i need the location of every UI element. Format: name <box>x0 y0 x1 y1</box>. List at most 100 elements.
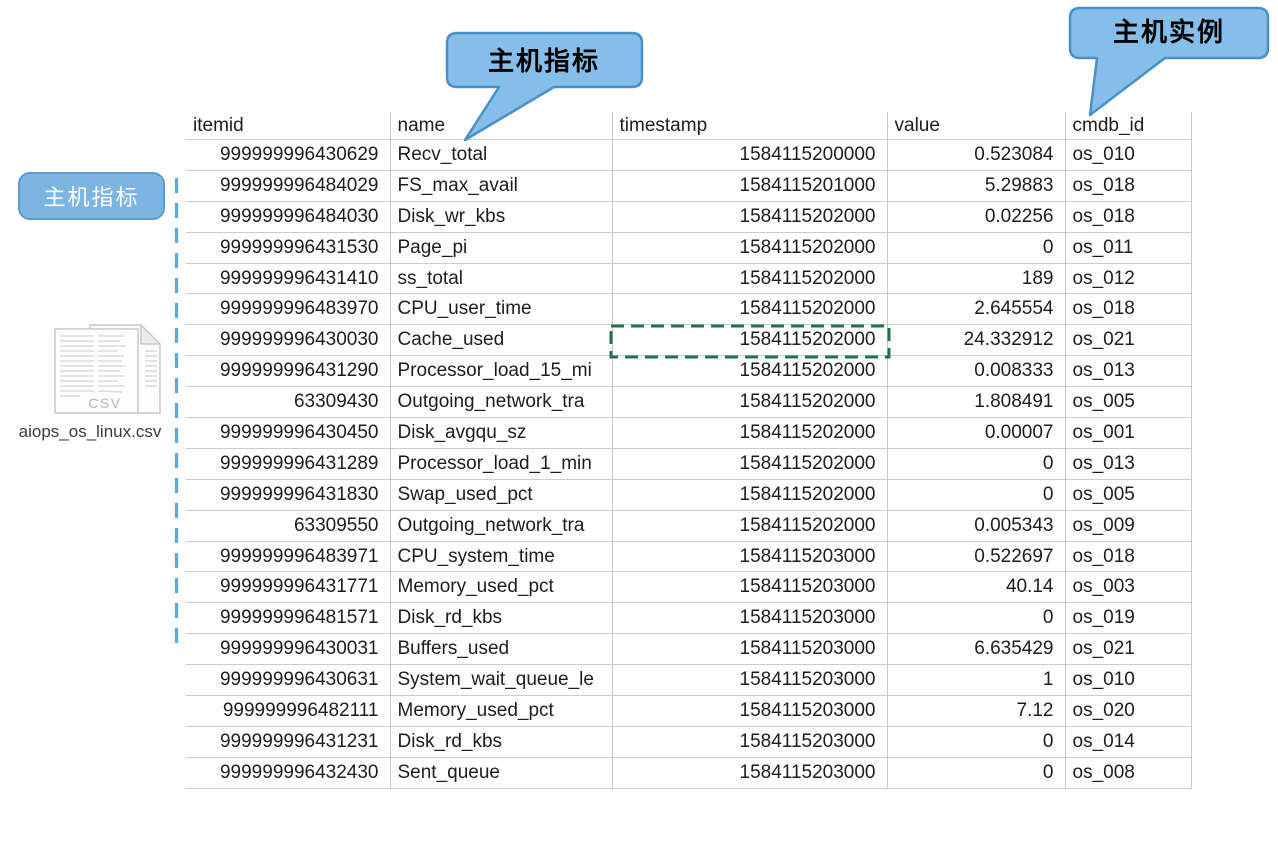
cell-name[interactable]: Swap_used_pct <box>390 479 613 511</box>
cell-timestamp[interactable]: 1584115202000 <box>612 293 888 326</box>
cell-cmdb-id[interactable]: os_018 <box>1065 201 1192 233</box>
cell-cmdb-id[interactable]: os_010 <box>1065 139 1192 171</box>
cell-value[interactable]: 0 <box>887 757 1066 789</box>
cell-itemid[interactable]: 999999996431830 <box>186 479 391 511</box>
cell-value[interactable]: 0.523084 <box>887 139 1066 171</box>
cell-value[interactable]: 0 <box>887 448 1066 480</box>
cell-name[interactable]: Disk_avgqu_sz <box>390 417 613 449</box>
cell-itemid[interactable]: 999999996430031 <box>186 633 391 666</box>
column-header[interactable]: itemid <box>186 112 391 140</box>
cell-name[interactable]: Disk_rd_kbs <box>390 602 613 635</box>
cell-itemid[interactable]: 999999996430631 <box>186 664 391 697</box>
cell-timestamp[interactable]: 1584115202000 <box>612 448 888 480</box>
cell-itemid[interactable]: 999999996431410 <box>186 263 391 295</box>
cell-cmdb-id[interactable]: os_014 <box>1065 726 1192 758</box>
cell-timestamp[interactable]: 1584115200000 <box>612 139 888 171</box>
column-header[interactable]: cmdb_id <box>1065 112 1192 140</box>
cell-value[interactable]: 0.005343 <box>887 510 1066 542</box>
cell-timestamp[interactable]: 1584115203000 <box>612 571 888 604</box>
cell-cmdb-id[interactable]: os_011 <box>1065 232 1192 264</box>
cell-value[interactable]: 0.02256 <box>887 201 1066 233</box>
cell-itemid[interactable]: 999999996430450 <box>186 417 391 449</box>
cell-timestamp[interactable]: 1584115201000 <box>612 170 888 202</box>
cell-value[interactable]: 0 <box>887 726 1066 758</box>
cell-cmdb-id[interactable]: os_013 <box>1065 448 1192 480</box>
column-header[interactable]: value <box>887 112 1066 140</box>
cell-value[interactable]: 1 <box>887 664 1066 697</box>
column-header[interactable]: timestamp <box>612 112 888 140</box>
cell-value[interactable]: 0 <box>887 479 1066 511</box>
cell-name[interactable]: Memory_used_pct <box>390 571 613 604</box>
cell-cmdb-id[interactable]: os_005 <box>1065 479 1192 511</box>
cell-timestamp[interactable]: 1584115203000 <box>612 602 888 635</box>
cell-value[interactable]: 5.29883 <box>887 170 1066 202</box>
cell-timestamp[interactable]: 1584115203000 <box>612 633 888 666</box>
cell-itemid[interactable]: 999999996483971 <box>186 541 391 573</box>
cell-timestamp[interactable]: 1584115202000 <box>612 232 888 264</box>
cell-name[interactable]: Disk_rd_kbs <box>390 726 613 758</box>
cell-name[interactable]: System_wait_queue_le <box>390 664 613 697</box>
cell-itemid[interactable]: 999999996431771 <box>186 571 391 604</box>
cell-timestamp[interactable]: 1584115202000 <box>612 355 888 388</box>
cell-name[interactable]: Recv_total <box>390 139 613 171</box>
cell-timestamp[interactable]: 1584115203000 <box>612 664 888 697</box>
cell-value[interactable]: 0.00007 <box>887 417 1066 449</box>
cell-value[interactable]: 189 <box>887 263 1066 295</box>
cell-timestamp[interactable]: 1584115203000 <box>612 726 888 758</box>
cell-name[interactable]: Memory_used_pct <box>390 695 613 727</box>
cell-name[interactable]: Disk_wr_kbs <box>390 201 613 233</box>
cell-name[interactable]: Outgoing_network_tra <box>390 510 613 542</box>
cell-cmdb-id[interactable]: os_021 <box>1065 324 1192 357</box>
cell-itemid[interactable]: 999999996430030 <box>186 324 391 357</box>
cell-itemid[interactable]: 999999996484030 <box>186 201 391 233</box>
cell-timestamp[interactable]: 1584115202000 <box>612 201 888 233</box>
cell-itemid[interactable]: 999999996431290 <box>186 355 391 388</box>
cell-itemid[interactable]: 63309550 <box>186 510 391 542</box>
cell-itemid[interactable]: 999999996431530 <box>186 232 391 264</box>
cell-timestamp[interactable]: 1584115202000 <box>612 324 888 357</box>
cell-itemid[interactable]: 999999996481571 <box>186 602 391 635</box>
cell-timestamp[interactable]: 1584115202000 <box>612 263 888 295</box>
cell-name[interactable]: Processor_load_15_mi <box>390 355 613 388</box>
csv-file-icon[interactable]: CSV <box>50 320 170 422</box>
cell-timestamp[interactable]: 1584115202000 <box>612 386 888 419</box>
cell-timestamp[interactable]: 1584115203000 <box>612 541 888 573</box>
cell-value[interactable]: 0 <box>887 602 1066 635</box>
cell-cmdb-id[interactable]: os_008 <box>1065 757 1192 789</box>
cell-cmdb-id[interactable]: os_005 <box>1065 386 1192 419</box>
cell-name[interactable]: Page_pi <box>390 232 613 264</box>
cell-cmdb-id[interactable]: os_018 <box>1065 293 1192 326</box>
cell-itemid[interactable]: 999999996483970 <box>186 293 391 326</box>
cell-cmdb-id[interactable]: os_020 <box>1065 695 1192 727</box>
cell-cmdb-id[interactable]: os_009 <box>1065 510 1192 542</box>
cell-value[interactable]: 0.522697 <box>887 541 1066 573</box>
cell-name[interactable]: Sent_queue <box>390 757 613 789</box>
cell-value[interactable]: 7.12 <box>887 695 1066 727</box>
cell-name[interactable]: Outgoing_network_tra <box>390 386 613 419</box>
cell-cmdb-id[interactable]: os_010 <box>1065 664 1192 697</box>
cell-itemid[interactable]: 999999996432430 <box>186 757 391 789</box>
cell-value[interactable]: 0.008333 <box>887 355 1066 388</box>
cell-timestamp[interactable]: 1584115202000 <box>612 479 888 511</box>
cell-name[interactable]: ss_total <box>390 263 613 295</box>
cell-itemid[interactable]: 999999996431289 <box>186 448 391 480</box>
cell-itemid[interactable]: 999999996484029 <box>186 170 391 202</box>
cell-name[interactable]: CPU_user_time <box>390 293 613 326</box>
cell-itemid[interactable]: 999999996430629 <box>186 139 391 171</box>
cell-value[interactable]: 24.332912 <box>887 324 1066 357</box>
cell-value[interactable]: 40.14 <box>887 571 1066 604</box>
cell-name[interactable]: FS_max_avail <box>390 170 613 202</box>
cell-cmdb-id[interactable]: os_021 <box>1065 633 1192 666</box>
cell-cmdb-id[interactable]: os_001 <box>1065 417 1192 449</box>
cell-timestamp[interactable]: 1584115202000 <box>612 417 888 449</box>
cell-cmdb-id[interactable]: os_019 <box>1065 602 1192 635</box>
cell-timestamp[interactable]: 1584115203000 <box>612 757 888 789</box>
cell-cmdb-id[interactable]: os_018 <box>1065 170 1192 202</box>
cell-cmdb-id[interactable]: os_012 <box>1065 263 1192 295</box>
cell-value[interactable]: 0 <box>887 232 1066 264</box>
cell-itemid[interactable]: 999999996482111 <box>186 695 391 727</box>
cell-value[interactable]: 6.635429 <box>887 633 1066 666</box>
cell-itemid[interactable]: 63309430 <box>186 386 391 419</box>
cell-cmdb-id[interactable]: os_018 <box>1065 541 1192 573</box>
cell-cmdb-id[interactable]: os_013 <box>1065 355 1192 388</box>
